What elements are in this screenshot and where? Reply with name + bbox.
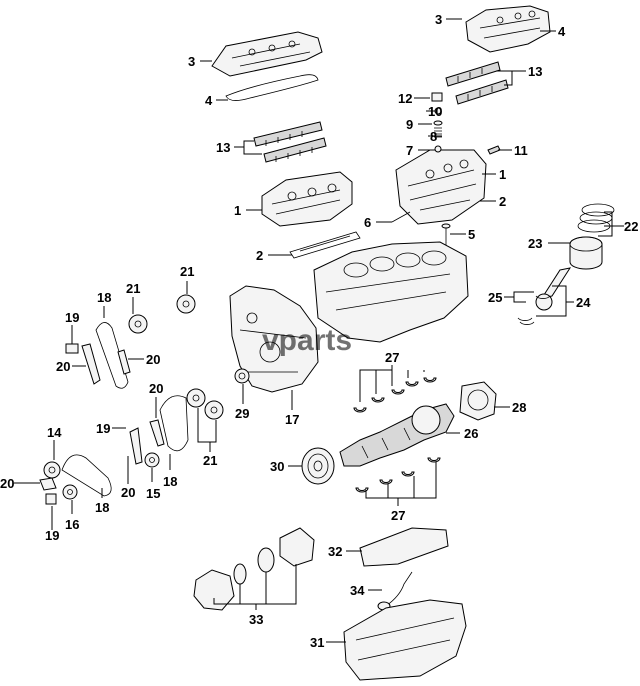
leader-lines: [14, 18, 624, 643]
callout-14: 14: [47, 425, 62, 440]
callout-23: 23: [528, 236, 542, 251]
oil-pan: [343, 599, 467, 681]
tensioner-a: [65, 343, 79, 354]
callout-19-middle: 19: [96, 421, 110, 436]
callout-21-second: 21: [126, 281, 140, 296]
oil-pump-parts: [193, 527, 315, 611]
oil-pan-baffle: [359, 527, 449, 567]
head-gasket-left: [289, 231, 361, 259]
callout-26: 26: [464, 426, 478, 441]
callout-22: 22: [624, 219, 638, 234]
callout-12: 12: [398, 91, 412, 106]
callout-21-top: 21: [180, 264, 194, 279]
callout-2-left: 2: [256, 248, 263, 263]
piston: [569, 236, 603, 270]
tensioner-c: [45, 493, 57, 505]
callout-8: 8: [430, 129, 437, 144]
callout-19-top: 19: [65, 310, 79, 325]
camshaft-sprocket-top: [176, 294, 196, 314]
callout-6: 6: [364, 215, 371, 230]
callout-13-right: 13: [528, 64, 542, 79]
callout-1-right: 1: [499, 167, 506, 182]
callout-27-upper: 27: [385, 350, 399, 365]
watermark-text: vparts: [262, 324, 352, 357]
cylinder-head-right: [395, 149, 487, 225]
callout-33: 33: [249, 612, 263, 627]
callout-32: 32: [328, 544, 342, 559]
callout-labels: 3 3 4 4 13 12 10 9 8 7 11 13 1 2 1 6 5 2…: [0, 12, 638, 650]
timing-chain-middle: [159, 395, 189, 452]
valve-cover-right: [465, 5, 551, 53]
camshaft-sprockets-middle: [186, 388, 224, 420]
piston-rings: [577, 203, 615, 233]
valve-cover-gasket: [225, 74, 319, 101]
camshaft-sprocket-upper: [128, 314, 148, 334]
callout-27-lower: 27: [391, 508, 405, 523]
main-bearings-lower: [355, 457, 441, 493]
callout-18-middle: 18: [163, 474, 177, 489]
callout-18-lower: 18: [95, 500, 109, 515]
callout-20-right: 20: [146, 352, 160, 367]
callout-20-lower-left: 20: [0, 476, 14, 491]
callout-17: 17: [285, 412, 299, 427]
connecting-rod: [535, 267, 572, 311]
main-bearings-upper: [353, 377, 437, 413]
tensioner-b: [39, 477, 57, 491]
callout-25: 25: [488, 290, 502, 305]
callout-3-right: 3: [435, 12, 442, 27]
crankshaft: [339, 403, 455, 467]
callout-21-middle: 21: [203, 453, 217, 468]
callout-16: 16: [65, 517, 79, 532]
camshafts-right: [445, 61, 509, 105]
callout-18-top: 18: [97, 290, 111, 305]
crank-sprocket: [43, 461, 61, 479]
callout-19-lower: 19: [45, 528, 59, 543]
callout-4-right: 4: [558, 24, 566, 39]
front-seal: [234, 368, 250, 384]
callout-5: 5: [468, 227, 475, 242]
callout-20-upper-middle: 20: [149, 381, 163, 396]
callout-31: 31: [310, 635, 324, 650]
callout-30: 30: [270, 459, 284, 474]
callout-2-right: 2: [499, 194, 506, 209]
callout-11: 11: [514, 143, 528, 158]
callout-34: 34: [350, 583, 365, 598]
valve-train-parts: [391, 92, 501, 246]
sprocket-16: [62, 484, 78, 500]
callout-10: 10: [428, 104, 442, 119]
callout-4-left: 4: [205, 93, 213, 108]
callout-1-left: 1: [234, 203, 241, 218]
callout-3-left: 3: [188, 54, 195, 69]
callout-9: 9: [406, 117, 413, 132]
camshafts-left: [253, 121, 327, 163]
callout-24: 24: [576, 295, 591, 310]
crank-pulley: [301, 447, 335, 485]
callout-29: 29: [235, 406, 249, 421]
rod-bearings: [517, 295, 551, 325]
timing-chain-lower: [61, 454, 112, 497]
engine-block: [313, 241, 469, 343]
callout-13-left: 13: [216, 140, 230, 155]
rear-main-seal: [459, 381, 497, 421]
valve-cover-left: [211, 31, 323, 77]
timing-cover: [229, 285, 319, 393]
callout-20-left: 20: [56, 359, 70, 374]
callout-20-middle-lower: 20: [121, 485, 135, 500]
callout-7: 7: [406, 143, 413, 158]
timing-chain-upper-left: [95, 322, 129, 389]
callout-28: 28: [512, 400, 526, 415]
timing-guide-a: [81, 343, 131, 385]
cylinder-head-left: [261, 171, 353, 227]
callout-15: 15: [146, 486, 160, 501]
timing-guide-b: [129, 419, 165, 465]
idler-sprocket: [144, 452, 160, 468]
